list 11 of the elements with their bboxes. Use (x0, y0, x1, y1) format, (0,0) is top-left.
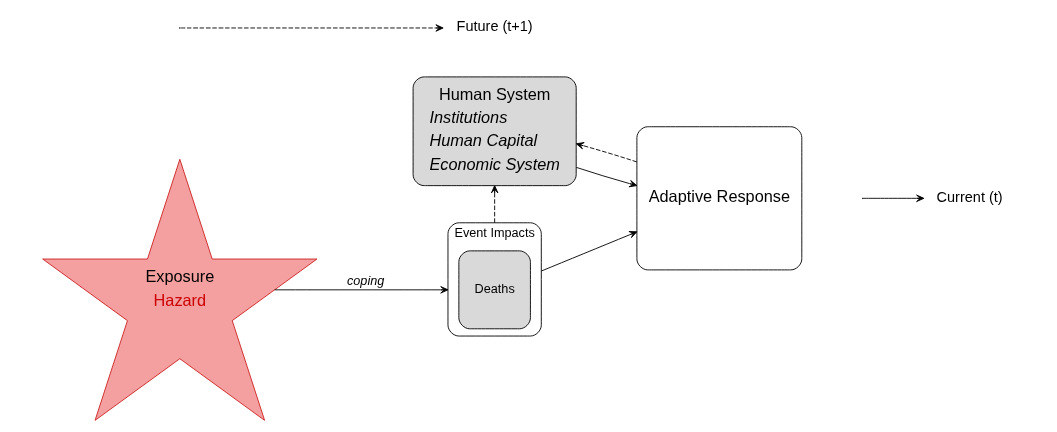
legend-label: Current (t) (936, 188, 1003, 205)
arrow (575, 166, 637, 188)
legend-label: Future (t+1) (456, 18, 533, 35)
node-box: Human System Institutions Human Capital Economic System (412, 76, 577, 187)
arrow (540, 231, 637, 272)
arrow (575, 142, 637, 163)
arrow (490, 185, 498, 224)
arrow (273, 286, 448, 294)
node-box: Deaths (457, 250, 531, 330)
node-box: Adaptive Response (635, 126, 802, 271)
edge-label: coping (346, 274, 384, 289)
